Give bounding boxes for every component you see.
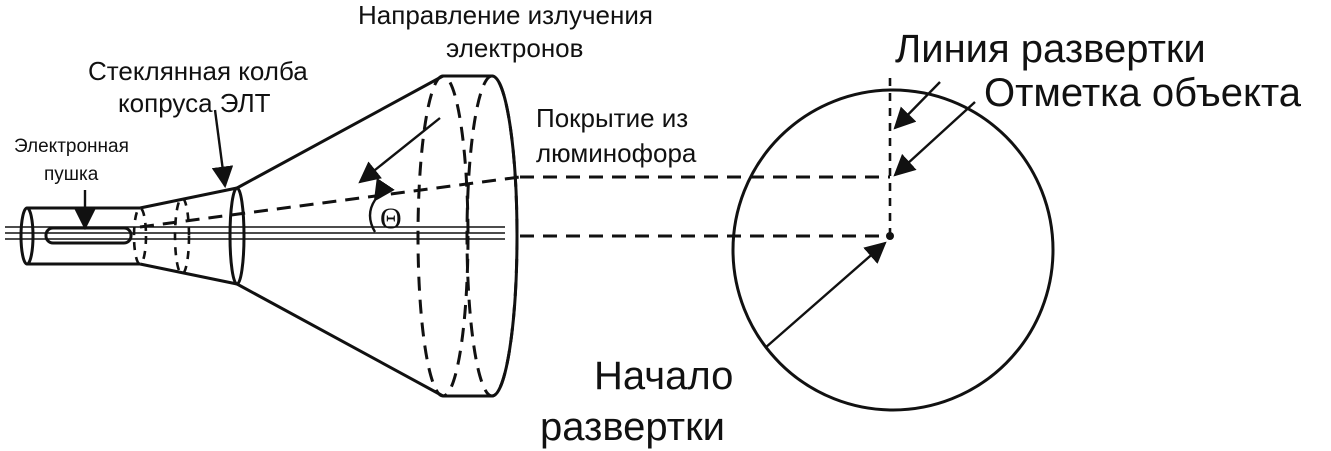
label-electron-gun-2: пушка <box>44 164 99 185</box>
electron-beam <box>139 175 890 238</box>
label-electron-gun-1: Электронная <box>14 136 129 157</box>
label-emission-direction-1: Направление излучения <box>358 0 653 30</box>
label-target-mark: Отметка объекта <box>984 71 1302 115</box>
label-emission-direction-2: электронов <box>446 33 583 63</box>
pointer-arrows <box>74 81 976 349</box>
theta-angle-arc <box>368 177 395 233</box>
label-glass-bulb-1: Стеклянная колба <box>88 56 308 86</box>
label-scan-start-1: Начало <box>594 354 733 398</box>
tube-bulb <box>236 74 519 398</box>
label-scan-line: Линия развертки <box>895 27 1206 71</box>
theta-symbol: Θ <box>380 202 402 235</box>
screen-circle <box>731 88 1055 412</box>
tube-neck <box>139 186 246 286</box>
label-glass-bulb-2: копруса ЭЛТ <box>118 88 271 118</box>
electron-gun-cylinder <box>19 206 148 266</box>
label-phosphor-coating-2: люминофора <box>536 138 697 168</box>
label-phosphor-coating-1: Покрытие из <box>536 103 688 133</box>
label-scan-start-2: развертки <box>540 405 725 449</box>
origin-point <box>886 232 894 240</box>
